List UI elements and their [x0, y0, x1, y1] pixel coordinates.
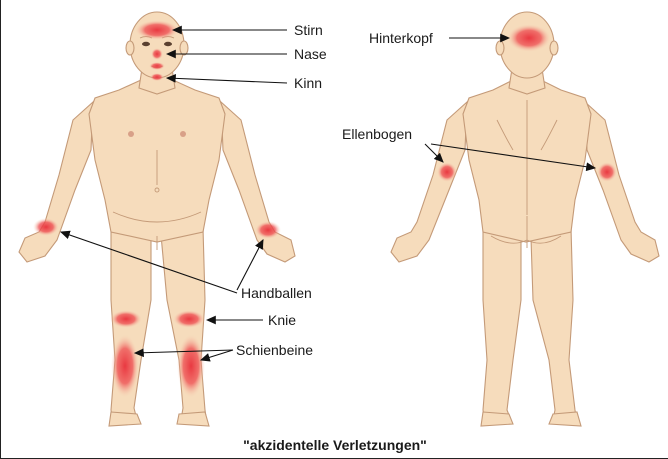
- forehead-injury: [135, 20, 179, 40]
- nose-injury: [151, 48, 163, 60]
- schienbeine-pointer-right: [201, 350, 233, 360]
- label-schienbeine: Schienbeine: [236, 342, 313, 358]
- right-shin-injury: [177, 334, 205, 398]
- caption: "akzidentelle Verletzungen": [243, 437, 427, 453]
- label-handballen: Handballen: [241, 285, 312, 301]
- mouth-injury: [149, 62, 165, 70]
- label-knie: Knie: [268, 312, 296, 328]
- label-kinn: Kinn: [294, 75, 322, 91]
- label-hinterkopf: Hinterkopf: [369, 30, 433, 46]
- right-palm-injury: [255, 221, 281, 239]
- back-of-head-injury: [507, 24, 551, 52]
- kinn-pointer: [167, 78, 287, 83]
- label-ellenbogen: Ellenbogen: [342, 126, 412, 142]
- left-elbow-injury: [437, 162, 457, 182]
- right-knee-injury: [173, 310, 205, 328]
- back-figure: [391, 12, 659, 426]
- left-palm-injury: [33, 218, 59, 236]
- handballen-pointer-right: [237, 240, 263, 290]
- label-nase: Nase: [294, 46, 327, 62]
- left-knee-injury: [110, 310, 142, 328]
- left-shin-injury: [111, 334, 139, 398]
- right-elbow-injury: [597, 162, 617, 182]
- chin-injury: [150, 73, 164, 81]
- label-stirn: Stirn: [294, 22, 323, 38]
